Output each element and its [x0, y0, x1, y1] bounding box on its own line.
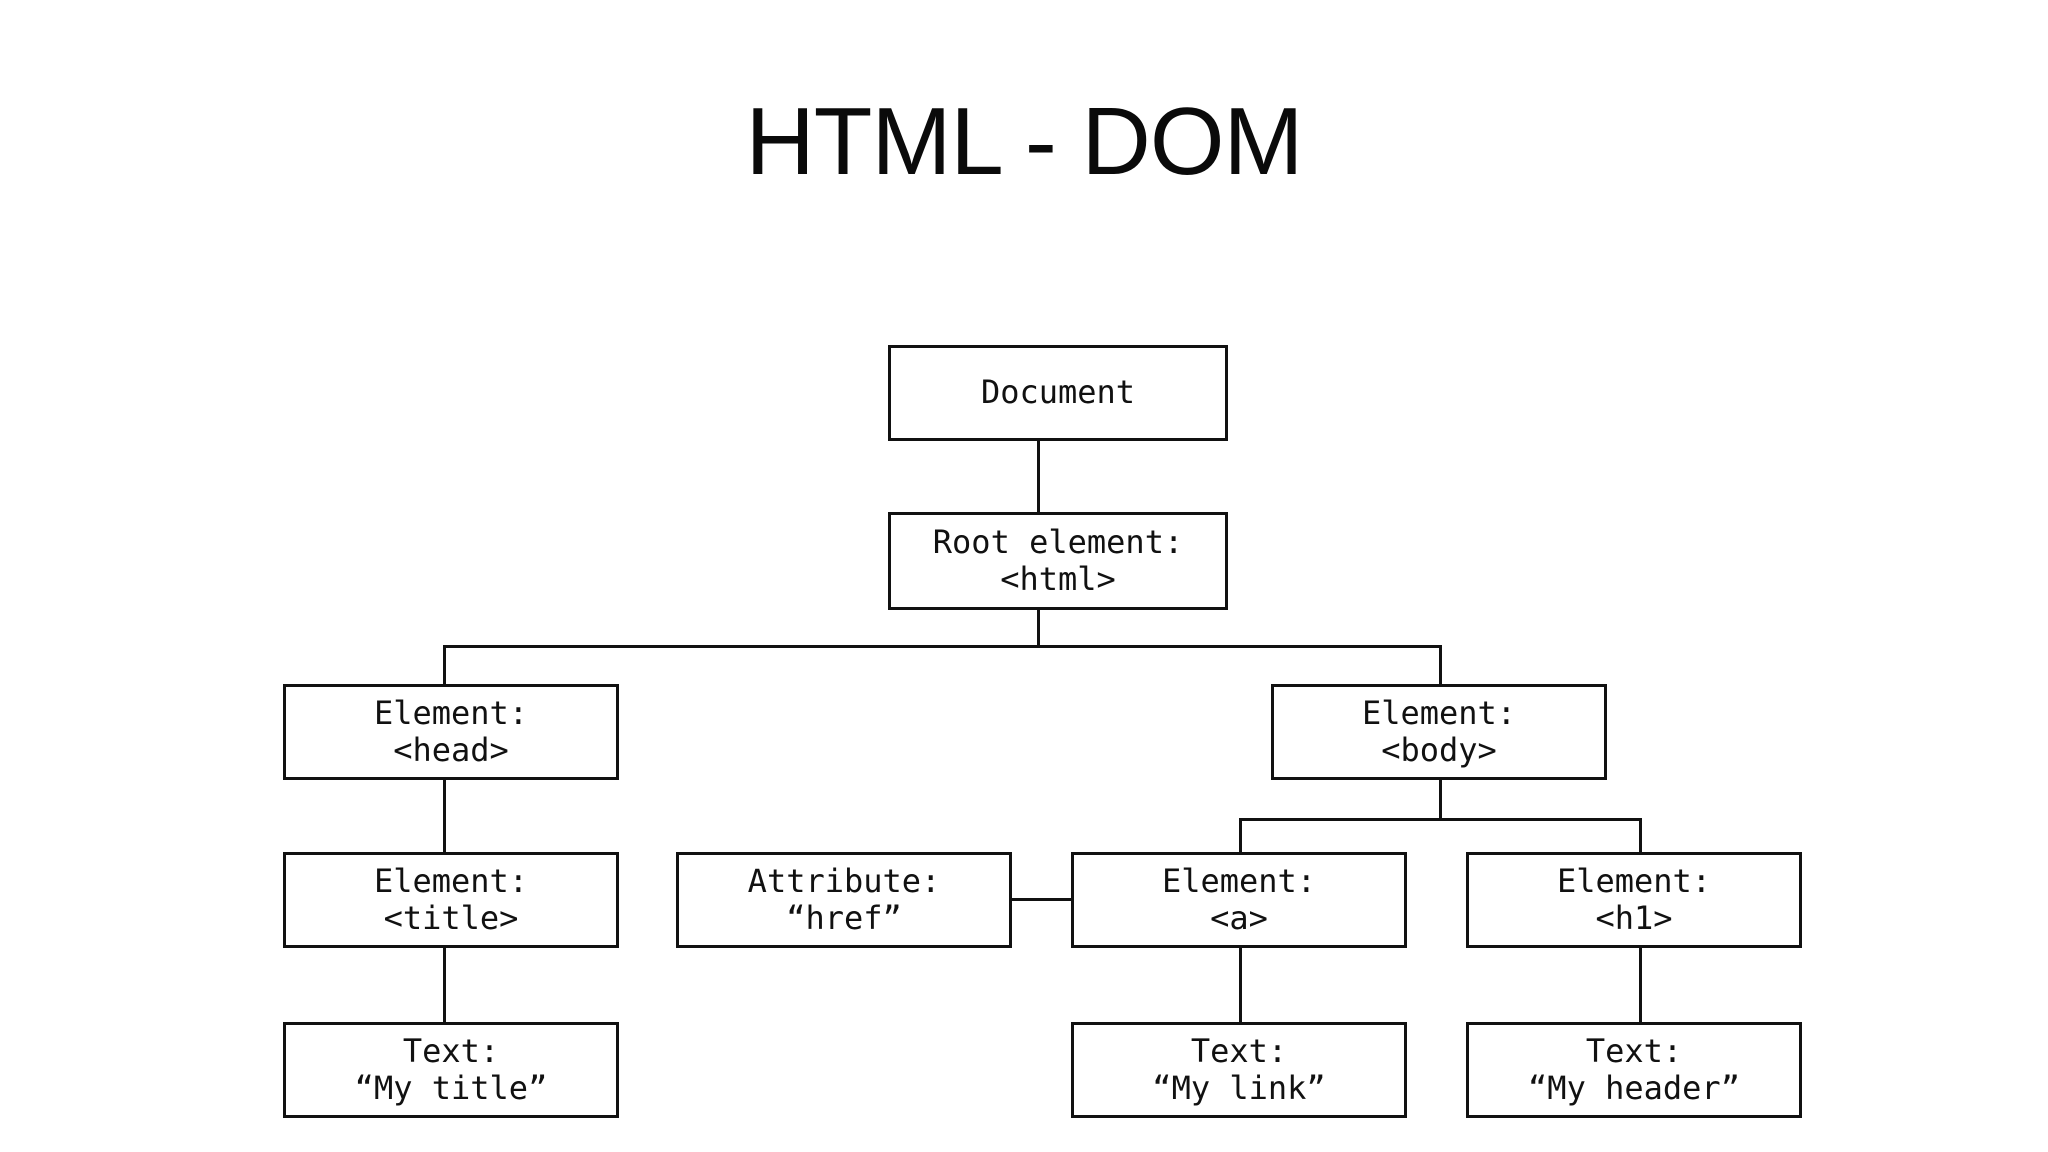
edge-body-bus	[1239, 818, 1642, 821]
node-body[interactable]: Element: <body>	[1271, 684, 1607, 780]
edge-body-h1-drop	[1639, 818, 1642, 852]
node-text-my-title[interactable]: Text: “My title”	[283, 1022, 619, 1118]
node-title-line2: <title>	[383, 899, 519, 937]
page-title: HTML - DOM	[745, 88, 1303, 195]
node-root-html-line2: <html>	[1000, 560, 1116, 598]
edge-document-html	[1037, 440, 1040, 512]
node-h1-line2: <h1>	[1595, 899, 1673, 937]
node-head-line2: <head>	[393, 731, 509, 769]
node-title[interactable]: Element: <title>	[283, 852, 619, 948]
node-body-line2: <body>	[1381, 731, 1497, 769]
node-attribute-href-line1: Attribute:	[747, 861, 941, 900]
node-text-my-link[interactable]: Text: “My link”	[1071, 1022, 1407, 1118]
node-anchor[interactable]: Element: <a>	[1071, 852, 1407, 948]
edge-h1-text	[1639, 948, 1642, 1022]
node-h1[interactable]: Element: <h1>	[1466, 852, 1802, 948]
node-root-html-line1: Root element:	[932, 522, 1184, 561]
node-text-my-title-line1: Text:	[402, 1031, 500, 1070]
node-text-my-header-line2: “My header”	[1528, 1069, 1740, 1107]
node-document-line1: Document	[980, 373, 1136, 412]
node-head[interactable]: Element: <head>	[283, 684, 619, 780]
node-text-my-link-line2: “My link”	[1152, 1069, 1326, 1107]
node-body-line1: Element:	[1361, 693, 1517, 732]
node-attribute-href-line2: “href”	[786, 899, 902, 937]
node-text-my-link-line1: Text:	[1190, 1031, 1288, 1070]
edge-body-stem	[1439, 780, 1442, 820]
edge-title-text	[443, 948, 446, 1022]
edge-href-a	[1012, 898, 1077, 901]
node-text-my-title-line2: “My title”	[354, 1069, 548, 1107]
node-h1-line1: Element:	[1556, 861, 1712, 900]
edge-head-title	[443, 780, 446, 852]
node-attribute-href[interactable]: Attribute: “href”	[676, 852, 1012, 948]
edge-a-text	[1239, 948, 1242, 1022]
node-title-line1: Element:	[373, 861, 529, 900]
edge-body-a-drop	[1239, 818, 1242, 852]
node-text-my-header[interactable]: Text: “My header”	[1466, 1022, 1802, 1118]
edge-html-bus	[443, 645, 1442, 648]
edge-html-stem	[1037, 610, 1040, 647]
edge-html-head-drop	[443, 645, 446, 685]
node-head-line1: Element:	[373, 693, 529, 732]
node-document[interactable]: Document	[888, 345, 1228, 441]
edge-html-body-drop	[1439, 645, 1442, 685]
node-text-my-header-line1: Text:	[1585, 1031, 1683, 1070]
node-anchor-line1: Element:	[1161, 861, 1317, 900]
node-root-html[interactable]: Root element: <html>	[888, 512, 1228, 610]
node-anchor-line2: <a>	[1210, 899, 1268, 937]
